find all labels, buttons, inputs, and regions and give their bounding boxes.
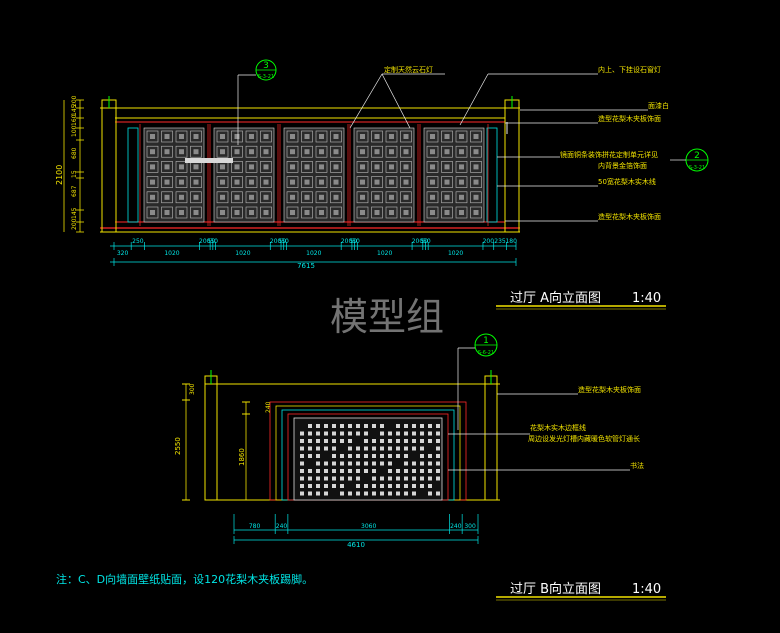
dim-label: 200 — [199, 238, 211, 245]
dim-label: 1020 — [306, 250, 321, 257]
label-b-4: 书法 — [630, 461, 644, 470]
dim-label: 235 — [494, 238, 506, 245]
dim-label: 200 — [341, 238, 353, 245]
label-a-6: 内背景金箔饰面 — [598, 161, 647, 170]
elevation-a — [100, 96, 520, 233]
title-a: 过厅 A向立面图 1:40 — [496, 290, 666, 310]
calligraphy-panel — [300, 424, 440, 496]
elevation-a-bottom-dimensions: 3202501020200505010202005050102020050501… — [110, 238, 517, 270]
dim-label: 50 — [352, 238, 360, 245]
callout-1-num: 1 — [483, 336, 489, 346]
callout-3: 3 S-3-21 — [237, 59, 277, 145]
label-b-3: 周边设发光灯槽内藏暖色软管灯通长 — [528, 434, 640, 443]
label-a-7: 50宽花梨木实木线 — [598, 177, 656, 186]
title-b-text: 过厅 B向立面图 — [510, 581, 601, 597]
label-b-1: 造型花梨木夹板饰面 — [578, 385, 641, 394]
dim-label: 200 — [71, 95, 78, 107]
label-a-5: 镜面铜条装饰拼花定制单元详见 — [560, 150, 658, 159]
b-left-dim-1: 300 — [189, 383, 196, 395]
dim-label: 180 — [505, 238, 517, 245]
dim-label: 240 — [276, 523, 288, 530]
screen-panel — [349, 124, 419, 226]
dim-label: 240 — [450, 523, 462, 530]
dim-label: 145 — [71, 104, 78, 116]
dim-label: 50 — [208, 238, 216, 245]
dim-label: 50 — [281, 238, 289, 245]
screen-panel — [419, 124, 489, 226]
dim-label: 250 — [132, 238, 144, 245]
screen-panels-a — [139, 124, 489, 226]
dim-label: 50 — [423, 238, 431, 245]
dim-label: 145 — [71, 207, 78, 219]
dim-label: 300 — [464, 523, 476, 530]
dim-label: 780 — [249, 523, 261, 530]
dim-label: 50 — [349, 238, 357, 245]
dim-label: 15 — [71, 170, 78, 178]
elevation-b-annotations: 造型花梨木夹板饰面 花梨木实木边框线 周边设发光灯槽内藏暖色软管灯通长 书法 — [448, 385, 644, 471]
dim-label: 1020 — [164, 250, 179, 257]
height-total-a: 2100 — [55, 165, 64, 185]
title-a-scale: 1:40 — [632, 291, 661, 306]
elevation-b-left-dimensions: 300 2550 240 1860 — [174, 383, 272, 501]
callout-3-ref: S-3-21 — [258, 74, 274, 80]
dim-label: 50 — [420, 238, 428, 245]
screen-panel — [139, 124, 209, 226]
label-a-4: 造型花梨木夹板饰面 — [598, 114, 661, 123]
dim-label: 50 — [210, 238, 218, 245]
callout-2-ref: S-3-21 — [689, 165, 705, 171]
screen-panel — [209, 124, 279, 226]
label-b-2: 花梨木实木边框线 — [530, 423, 586, 432]
label-a-8: 造型花梨木夹板饰面 — [598, 212, 661, 221]
dim-label: 3060 — [361, 523, 376, 530]
callout-2: 2 S-3-21 — [670, 148, 709, 172]
callout-1-ref: S-6-21 — [478, 350, 494, 356]
dim-label: 200 — [71, 218, 78, 230]
b-left-dim-2: 2550 — [174, 437, 182, 455]
label-a-3: 面漆白 — [648, 101, 669, 110]
dim-label: 1020 — [377, 250, 392, 257]
b-inner-dim: 1860 — [238, 448, 246, 466]
title-b: 过厅 B向立面图 1:40 — [496, 581, 666, 601]
elevation-b — [204, 370, 500, 501]
dim-label: 50 — [279, 238, 287, 245]
dim-label: 200 — [412, 238, 424, 245]
elevation-a-annotations: 定制天然云石灯 内上、下挂设石窗灯 面漆白 造型花梨木夹板饰面 镜面铜条装饰拼花… — [349, 65, 669, 222]
dim-label: 100 — [71, 125, 78, 137]
label-a-1: 定制天然云石灯 — [384, 65, 433, 74]
callout-2-num: 2 — [694, 151, 700, 161]
dim-label: 687 — [71, 185, 78, 197]
label-a-2: 内上、下挂设石窗灯 — [598, 65, 661, 74]
dim-label: 320 — [117, 250, 129, 257]
total-width-b: 4610 — [347, 541, 365, 549]
callout-3-num: 3 — [263, 61, 269, 71]
dim-label: 1020 — [448, 250, 463, 257]
b-inner-top-dim: 240 — [265, 401, 272, 413]
title-b-scale: 1:40 — [632, 582, 661, 597]
screen-panel — [279, 124, 349, 226]
callout-1: 1 S-6-21 — [457, 333, 498, 430]
dim-label: 680 — [71, 147, 78, 159]
dim-label: 200 — [270, 238, 282, 245]
dim-label: 200 — [483, 238, 495, 245]
title-a-text: 过厅 A向立面图 — [510, 290, 601, 306]
watermark: 模型组 — [330, 295, 444, 339]
dim-label: 1020 — [235, 250, 250, 257]
total-width-a: 7615 — [297, 262, 315, 270]
dim-label: 160 — [71, 114, 78, 126]
general-note: 注：C、D向墙面壁纸贴面，设120花梨木夹板踢脚。 — [56, 572, 313, 586]
